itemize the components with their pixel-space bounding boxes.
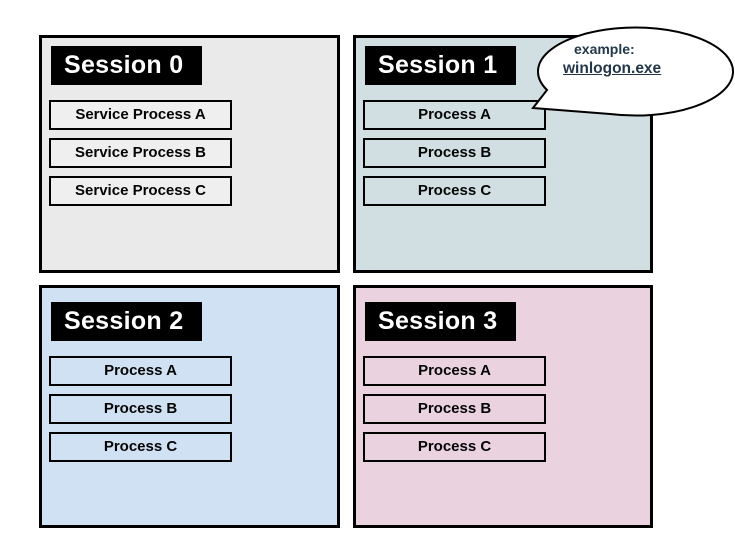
process-box: Process C xyxy=(363,432,546,462)
process-box: Service Process A xyxy=(49,100,232,130)
process-box: Process B xyxy=(49,394,232,424)
bubble-winlogon-label: winlogon.exe xyxy=(563,60,662,77)
speech-bubble: example: winlogon.exe xyxy=(518,18,735,120)
session-2-panel: Session 2 Process A Process B Process C xyxy=(39,285,340,528)
session-0-title: Session 0 xyxy=(51,46,202,85)
bubble-example-label: example: xyxy=(574,41,635,57)
process-box: Service Process B xyxy=(49,138,232,168)
process-box: Process A xyxy=(363,356,546,386)
bubble-text: example: winlogon.exe xyxy=(563,40,661,78)
session-0-panel: Session 0 Service Process A Service Proc… xyxy=(39,35,340,273)
session-2-title: Session 2 xyxy=(51,302,202,341)
process-box: Service Process C xyxy=(49,176,232,206)
process-box: Process A xyxy=(363,100,546,130)
session-3-panel: Session 3 Process A Process B Process C xyxy=(353,285,653,528)
speech-bubble-shape xyxy=(531,26,734,117)
process-box: Process C xyxy=(363,176,546,206)
process-box: Process B xyxy=(363,394,546,424)
process-box: Process C xyxy=(49,432,232,462)
process-box: Process A xyxy=(49,356,232,386)
session-1-title: Session 1 xyxy=(365,46,516,85)
session-3-title: Session 3 xyxy=(365,302,516,341)
process-box: Process B xyxy=(363,138,546,168)
